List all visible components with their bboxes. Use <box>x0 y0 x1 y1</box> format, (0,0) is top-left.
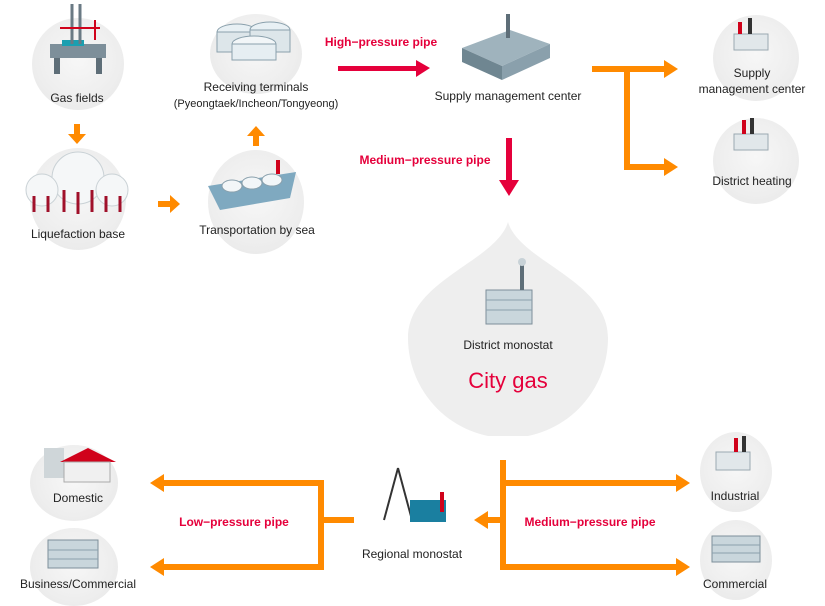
label-commercial: Commercial <box>702 577 768 591</box>
gas-rig-icon <box>50 4 106 74</box>
pipe-label-high-pressure: High−pressure pipe <box>324 35 438 49</box>
label-industrial: Industrial <box>710 489 760 503</box>
arrow-medium-pressure-bottom <box>474 460 690 576</box>
label-district-monostat: District monostat <box>463 338 553 352</box>
pipe-label-medium-pressure-top: Medium−pressure pipe <box>359 153 491 167</box>
label-transportation-by-sea: Transportation by sea <box>199 223 315 237</box>
supply-center-building-icon <box>462 14 550 80</box>
label-supply-right-line1: Supply <box>733 66 771 80</box>
house-icon <box>44 448 116 483</box>
label-district-heating: District heating <box>712 174 792 188</box>
label-gas-fields: Gas fields <box>50 91 104 105</box>
gas-fields-circle <box>32 18 124 110</box>
label-business-commercial: Business/Commercial <box>19 577 137 591</box>
factory-icon-heating <box>733 118 769 151</box>
label-domestic: Domestic <box>52 491 104 505</box>
label-regional-monostat: Regional monostat <box>361 547 463 561</box>
arrow-high-pressure <box>338 60 430 77</box>
office-building-icon-commercial <box>711 535 761 563</box>
factory-icon-supply <box>733 18 769 51</box>
arrow-split-supply-heating <box>592 60 678 176</box>
city-gas-drop <box>408 222 608 436</box>
lng-spheres-icon <box>25 151 129 214</box>
arrow-liquefaction-to-ship <box>158 195 180 213</box>
supply-right-circle <box>713 15 799 101</box>
label-receiving-terminals-sub: (Pyeongtaek/Incheon/Tongyeong) <box>173 98 339 110</box>
label-supply-center-mid: Supply management center <box>434 89 582 103</box>
label-supply-right-line2: management center <box>698 82 806 96</box>
pipe-label-medium-pressure-bottom: Medium−pressure pipe <box>524 515 656 529</box>
arrow-ship-to-terminals <box>247 126 265 146</box>
district-heating-circle <box>713 118 799 204</box>
district-monostat-building-icon <box>485 258 533 325</box>
arrow-medium-pressure-down <box>499 138 519 196</box>
factory-icon-industrial <box>715 436 751 471</box>
label-city-gas: City gas <box>468 368 548 393</box>
arrow-gas-to-liquefaction <box>68 124 86 144</box>
arrow-low-pressure-split <box>150 474 354 576</box>
pipe-label-low-pressure: Low−pressure pipe <box>179 515 289 529</box>
office-building-icon <box>47 539 99 569</box>
label-liquefaction-base: Liquefaction base <box>30 227 126 241</box>
lng-ship-icon <box>208 160 296 210</box>
regional-monostat-icon <box>383 467 446 522</box>
label-receiving-terminals: Receiving terminals <box>203 80 309 94</box>
storage-tanks-icon <box>216 21 291 61</box>
